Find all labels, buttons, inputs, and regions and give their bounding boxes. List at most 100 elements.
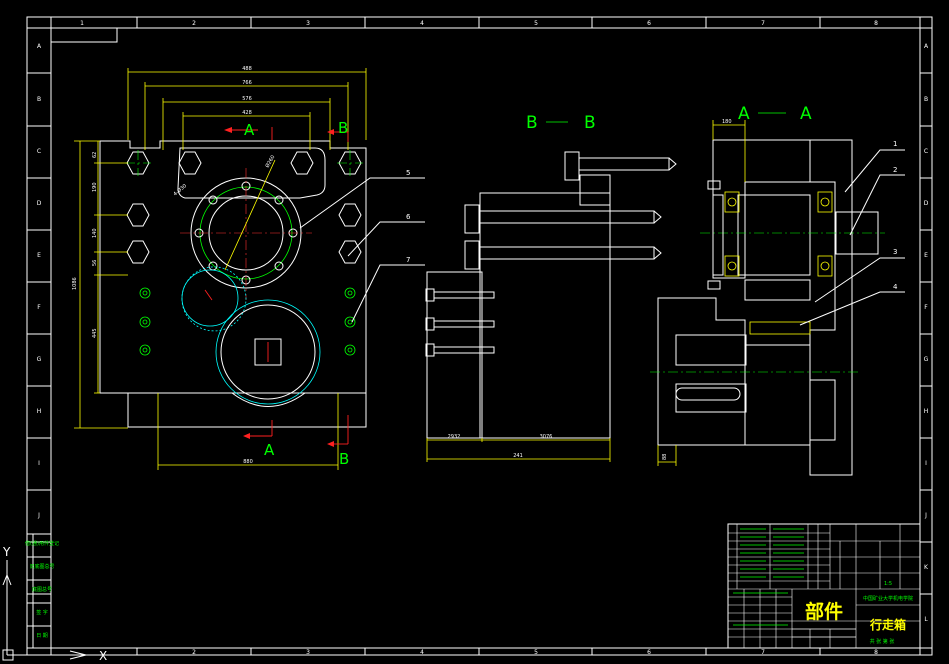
balloon-1: 1 <box>893 140 897 148</box>
row-label: H <box>924 408 929 415</box>
col-label: 8 <box>874 649 878 656</box>
row-label: H <box>37 408 42 415</box>
bb-dims <box>426 438 611 462</box>
balloon-2: 2 <box>893 166 897 174</box>
row-label: J <box>924 512 927 519</box>
bb-title-right: B <box>584 113 596 133</box>
hex-bolt-heads <box>126 151 362 264</box>
col-label: 2 <box>192 20 196 27</box>
aa-lower-left-housing <box>657 297 746 446</box>
dim-left-5: 445 <box>92 328 98 338</box>
bb-left-block <box>426 271 483 439</box>
small-screws <box>139 287 356 356</box>
front-dims-left <box>74 140 128 429</box>
row-label: K <box>924 564 929 571</box>
ucs-y-label: Y <box>2 545 11 559</box>
col-label: 2 <box>192 649 196 656</box>
front-dim-texts-top: 488 766 576 428 <box>242 66 252 116</box>
dim-left-3: 140 <box>92 228 98 238</box>
front-base <box>127 392 367 428</box>
dim-top-outer: 488 <box>242 66 252 72</box>
row-labels-right: A B C D E F G H I J K L <box>924 43 929 623</box>
bb-bolts <box>425 151 677 357</box>
col-label: 6 <box>647 20 651 27</box>
row-label: C <box>924 148 928 155</box>
aa-lower-gear <box>744 344 811 446</box>
col-label: 6 <box>647 649 651 656</box>
row-label: F <box>924 304 928 311</box>
row-label: L <box>924 616 928 623</box>
aa-end-cover <box>712 194 724 276</box>
bb-section-view[interactable]: B B <box>425 113 677 462</box>
balloon-5: 5 <box>406 169 410 177</box>
aa-dim-1: 180 <box>722 119 732 125</box>
section-a-top: A <box>244 121 255 139</box>
strip-label: 借(通)用件登记 <box>25 540 59 547</box>
section-a-bottom: A <box>264 441 275 459</box>
aa-dim-2: 88 <box>662 454 668 460</box>
bb-dim-3: 241 <box>513 453 523 459</box>
parts-list-text <box>733 528 804 626</box>
dim-left-2: 190 <box>92 182 98 192</box>
strip-label: 旧底图总号 <box>29 563 54 570</box>
bolt-centers <box>125 150 363 176</box>
section-b-bottom: B <box>339 450 349 468</box>
row-label: A <box>924 43 929 50</box>
aa-middle-bearing-block <box>744 279 811 301</box>
aa-middle-bearing <box>749 321 811 335</box>
row-label: E <box>924 252 928 259</box>
part-balloons: 1 2 3 4 5 6 7 <box>299 140 905 326</box>
gear-outlines <box>181 266 321 405</box>
aa-bearings <box>724 191 833 277</box>
col-label: 4 <box>420 20 424 27</box>
balloon-7: 7 <box>406 256 410 264</box>
dim-top-2: 766 <box>242 80 252 86</box>
col-label: 3 <box>306 20 310 27</box>
title-block[interactable]: 部件 中国矿业大学机电学院 行走箱 1:5 共 张 第 张 <box>727 523 921 649</box>
title-part-label: 部件 <box>805 600 843 623</box>
bb-dim-2: 3076 <box>540 434 553 440</box>
front-plate-outline <box>99 140 367 394</box>
section-letters-front: A B A B <box>244 119 349 468</box>
front-dims-bottom <box>157 393 339 470</box>
aa-section-view[interactable]: A A <box>650 104 885 476</box>
ucs-axis-icon: Y X <box>2 545 107 663</box>
col-label: 7 <box>761 649 765 656</box>
row-label: D <box>924 200 929 207</box>
aa-gear-cut <box>675 334 747 366</box>
balloon-6: 6 <box>406 213 411 221</box>
section-b-top: B <box>338 119 348 137</box>
aa-gear-cut-2 <box>675 383 747 413</box>
balloon-3: 3 <box>893 248 897 256</box>
title-drawing-name: 行走箱 <box>869 617 906 632</box>
front-dims-top <box>127 68 367 150</box>
dim-left-4: 56 <box>92 260 98 266</box>
row-labels-left: A B C D E F G H I J <box>37 43 42 519</box>
aa-right-housing <box>809 139 853 476</box>
front-upper-boss <box>177 147 326 199</box>
strip-label: 日 期 <box>36 633 48 639</box>
row-label: D <box>37 200 42 207</box>
row-label: E <box>37 252 41 259</box>
aa-keyway <box>675 387 741 401</box>
title-sheet: 共 张 第 张 <box>870 638 895 645</box>
aa-title-left: A <box>738 104 750 124</box>
col-label: 7 <box>761 20 765 27</box>
dim-top-3: 576 <box>242 96 252 102</box>
dim-top-4: 428 <box>242 110 252 116</box>
balloon-4: 4 <box>893 283 898 291</box>
column-labels-bottom: 2 3 4 5 6 7 8 <box>192 649 878 656</box>
front-view[interactable]: 488 766 576 428 1086 62 190 140 56 445 4… <box>72 66 367 470</box>
bb-top-block <box>579 174 611 206</box>
dim-height-total: 1086 <box>72 277 78 290</box>
row-label: G <box>37 356 42 363</box>
col-label: 8 <box>874 20 878 27</box>
row-label: J <box>37 512 40 519</box>
dim-bottom: 880 <box>243 459 253 465</box>
row-label: B <box>37 96 41 103</box>
row-label: G <box>924 356 929 363</box>
row-label: A <box>37 43 42 50</box>
upper-bearing-flange <box>180 159 312 300</box>
bb-dim-1: 2932 <box>448 434 461 440</box>
